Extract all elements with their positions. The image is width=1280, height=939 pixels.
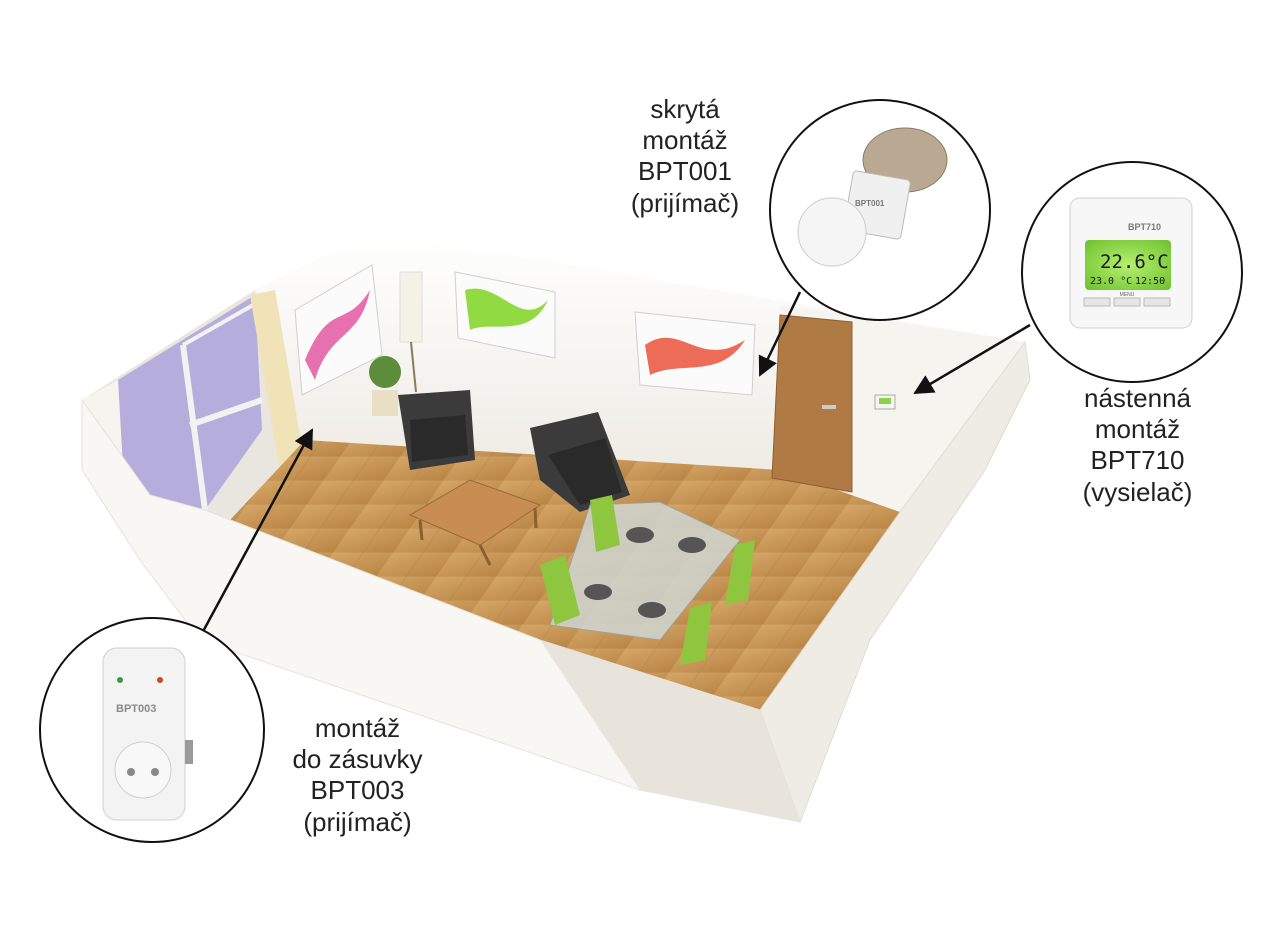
outer-walls	[81, 340, 1031, 824]
leader-hidden	[758, 291, 802, 377]
leader-socket	[198, 428, 314, 638]
callout-socket-line-3: BPT003	[310, 775, 405, 806]
floor-lamp	[399, 271, 423, 393]
curtain	[250, 290, 305, 472]
thermostat-model: BPT710	[1128, 222, 1161, 232]
callout-socket-line-1: montáž	[314, 713, 401, 743]
thermostat-setpoint: 23.0 °C	[1090, 276, 1132, 287]
callout-wall-line-1: nástenná	[1084, 383, 1191, 413]
callout-wall-line-2: montáž	[1094, 414, 1181, 445]
hidden-receiver-inset: BPT001	[769, 99, 991, 321]
thermostat-temperature: 22.6°C	[1100, 251, 1169, 273]
socket-model: BPT003	[116, 703, 156, 715]
leader-wall	[913, 323, 1031, 395]
callout-socket-mount: montáž do zásuvky BPT003 (prijímač)	[270, 713, 445, 838]
callout-hidden-mount: skrytá montáž BPT001 (prijímač)	[600, 94, 770, 219]
hidden-receiver-model: BPT001	[855, 199, 885, 208]
left-wall	[82, 290, 305, 520]
callout-hidden-line-4: (prijímač)	[630, 187, 740, 218]
painting-1	[294, 264, 383, 396]
armchair-2	[530, 412, 630, 512]
dining-set	[540, 495, 755, 665]
socket-inset: BPT003	[39, 617, 265, 843]
coffee-table	[408, 479, 542, 566]
callout-wall-mount: nástenná montáž BPT710 (vysielač)	[1050, 383, 1225, 508]
armchair-1	[398, 390, 475, 470]
callout-socket-line-4: (prijímač)	[303, 806, 412, 837]
thermostat-lcd	[1085, 240, 1171, 290]
callout-hidden-line-1: skrytá	[650, 94, 720, 124]
callout-hidden-line-3: BPT001	[638, 156, 732, 187]
callout-wall-line-4: (vysielač)	[1082, 476, 1193, 507]
thermostat-menu-label: MENU	[1120, 292, 1135, 298]
thermostat-clock: 12:50	[1135, 276, 1165, 287]
plant	[369, 356, 401, 416]
painting-2	[454, 271, 556, 359]
thermostat-inset: BPT710 22.6°C 23.0 °C 12:50 MENU	[1021, 161, 1243, 383]
callout-socket-line-2: do zásuvky	[292, 744, 423, 775]
door	[771, 314, 853, 493]
callout-hidden-line-2: montáž	[642, 125, 728, 156]
painting-3	[634, 311, 756, 396]
callout-wall-line-3: BPT710	[1090, 445, 1185, 476]
